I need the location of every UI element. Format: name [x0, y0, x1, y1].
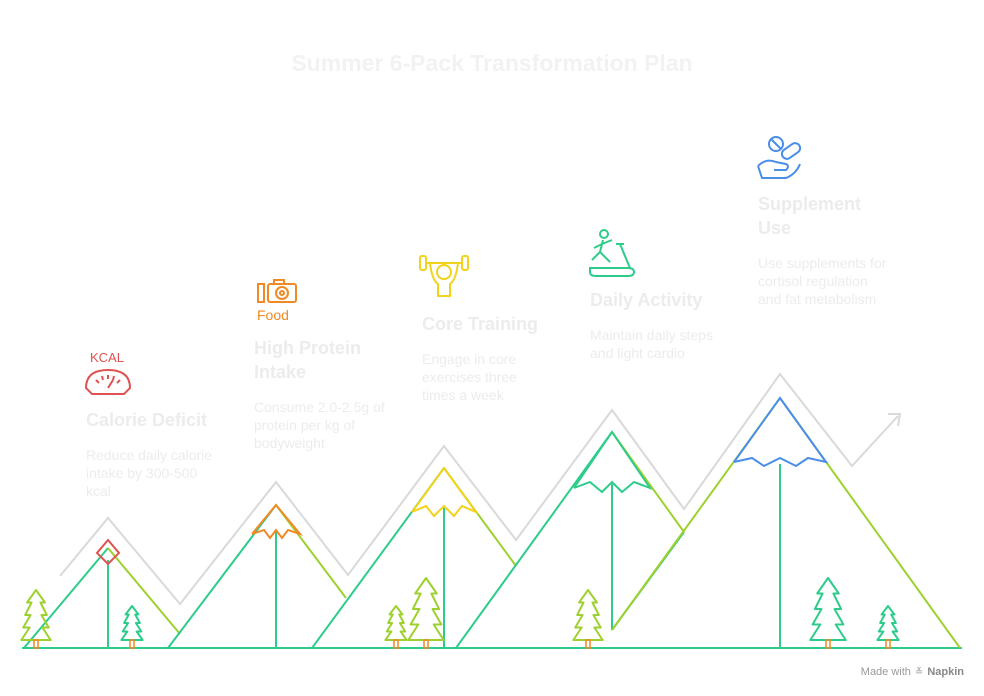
arrow-head-icon: [888, 413, 902, 427]
step-title: Supplement Use: [758, 192, 886, 240]
peak-cap-1: [95, 538, 121, 566]
desc-line: protein per kg of: [254, 417, 356, 433]
step-calorie-deficit: Calorie Deficit Reduce daily calorie int…: [86, 408, 212, 500]
mountain-1: [23, 538, 181, 649]
step-title: Core Training: [422, 314, 539, 334]
step-description: Maintain daily steps and light cardio: [590, 326, 713, 362]
tree-trunk: [33, 639, 39, 649]
desc-line: Use supplements for: [758, 255, 887, 271]
food-camera-icon: Food: [257, 279, 297, 323]
title-line: Supplement: [758, 194, 862, 214]
step-description: Consume 2.0-2.5g of protein per kg of bo…: [254, 398, 385, 452]
step-title: High Protein Intake: [254, 336, 385, 384]
desc-line: bodyweight: [254, 435, 325, 451]
title-line: Use: [758, 218, 792, 238]
title-line: Intake: [254, 362, 307, 382]
tree-trunk: [825, 639, 831, 649]
desc-line: Reduce daily calorie: [86, 447, 213, 463]
pine-tree-icon: [120, 605, 144, 641]
napkin-logo-icon: ≚: [914, 666, 924, 678]
desc-line: times a week: [422, 387, 504, 403]
step-description: Engage in core exercises three times a w…: [422, 350, 538, 404]
pill-hand-icon: [757, 136, 802, 179]
mountain-2: [167, 503, 347, 649]
step-title: Daily Activity: [590, 290, 703, 310]
step-daily-activity: Daily Activity Maintain daily steps and …: [590, 288, 713, 362]
tree-trunk: [885, 639, 891, 649]
step-title: Calorie Deficit: [86, 410, 208, 430]
desc-line: intake by 300-500: [86, 465, 198, 481]
brand-name: Napkin: [927, 666, 964, 678]
pine-tree-icon: [384, 605, 408, 641]
tree-trunk: [393, 639, 399, 649]
treadmill-icon: [589, 229, 636, 277]
peak-cap-4: [573, 430, 653, 494]
food-icon-text: Food: [257, 307, 289, 323]
desc-line: and fat metabolism: [758, 291, 877, 307]
step-description: Reduce daily calorie intake by 300-500 k…: [86, 446, 212, 500]
step-supplement-use: Supplement Use Use supplements for corti…: [758, 192, 886, 308]
desc-line: Maintain daily steps: [590, 327, 713, 343]
tree-trunk: [423, 639, 429, 649]
pine-tree-icon: [809, 577, 847, 641]
desc-line: and light cardio: [590, 345, 685, 361]
diagram-title: Summer 6-Pack Transformation Plan: [291, 50, 693, 76]
pine-tree-icon: [876, 605, 900, 641]
step-core-training: Core Training Engage in core exercises t…: [422, 312, 538, 404]
napkin-watermark[interactable]: Made with ≚ Napkin: [861, 666, 964, 678]
kcal-scale-icon: KCAL: [84, 350, 132, 395]
kcal-icon-text: KCAL: [90, 350, 124, 365]
pine-tree-icon: [572, 589, 604, 641]
pine-tree-icon: [407, 577, 445, 641]
peak-cap-5: [733, 396, 829, 468]
step-high-protein: High Protein Intake Consume 2.0-2.5g of …: [254, 336, 385, 452]
desc-line: kcal: [86, 483, 111, 499]
desc-line: Consume 2.0-2.5g of: [254, 399, 385, 415]
peak-cap-2: [251, 503, 303, 540]
tree-trunk: [585, 639, 591, 649]
mountain-3: [311, 466, 517, 649]
desc-line: exercises three: [422, 369, 517, 385]
weightlifter-icon: [419, 255, 469, 297]
ridge-line: [59, 372, 899, 606]
desc-line: Engage in core: [422, 351, 517, 367]
title-line: High Protein: [254, 338, 361, 358]
mountain-5: [611, 396, 961, 649]
tree-trunk: [129, 639, 135, 649]
step-description: Use supplements for cortisol regulation …: [758, 254, 886, 308]
mountain-4: [455, 430, 685, 649]
brand-prefix: Made with: [860, 666, 911, 678]
peak-cap-3: [411, 466, 479, 518]
desc-line: cortisol regulation: [758, 273, 868, 289]
